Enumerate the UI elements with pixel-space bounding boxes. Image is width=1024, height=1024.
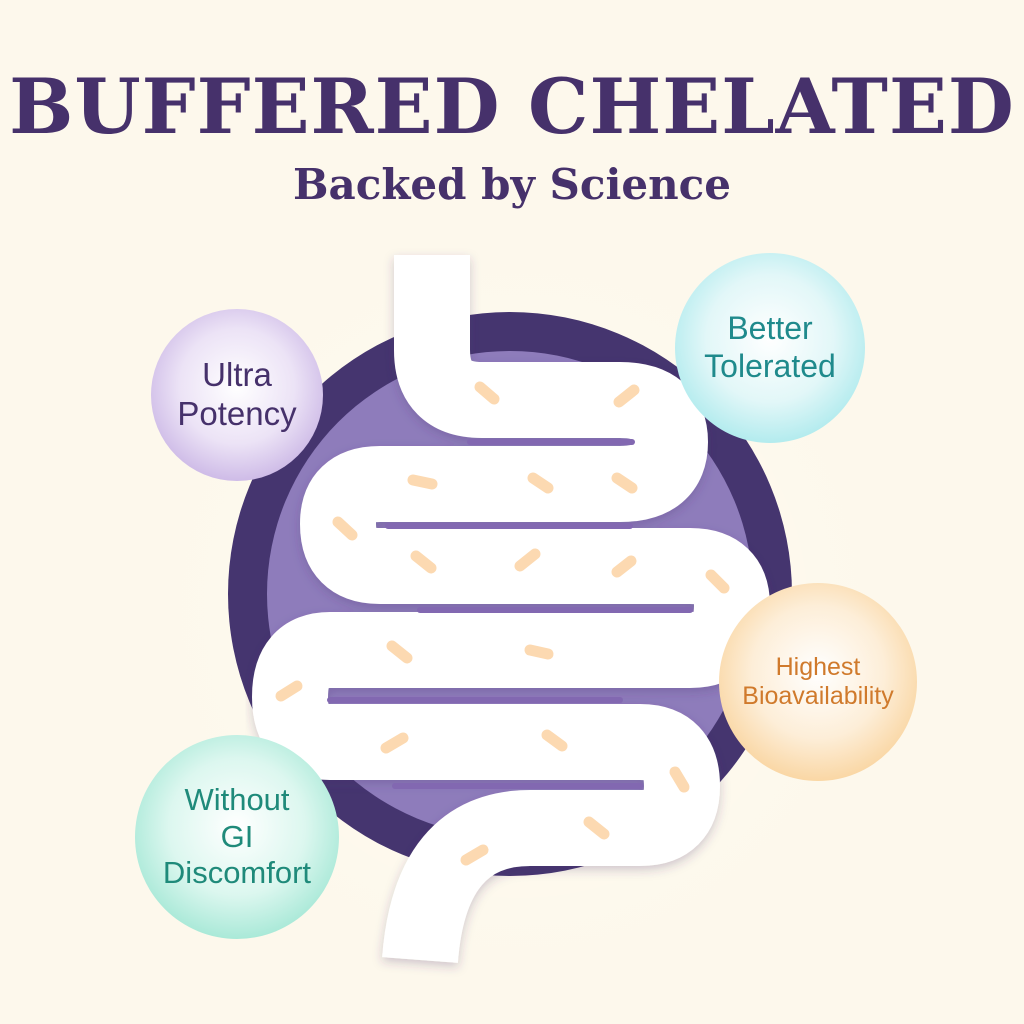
particle bbox=[705, 569, 730, 594]
particle bbox=[275, 680, 303, 702]
particle bbox=[460, 844, 489, 866]
particle bbox=[527, 472, 554, 494]
particle bbox=[380, 732, 409, 754]
particle bbox=[524, 644, 554, 660]
particles bbox=[275, 381, 730, 866]
particle bbox=[410, 550, 437, 574]
page-title: BUFFERED CHELATED bbox=[9, 62, 1015, 151]
particle bbox=[541, 729, 568, 752]
badge-label: Ultra bbox=[202, 356, 272, 394]
particle bbox=[613, 384, 640, 408]
better-tolerated-badge: Better Tolerated bbox=[675, 253, 865, 443]
page-subtitle: Backed by Science bbox=[293, 160, 731, 209]
badge-label: Potency bbox=[177, 395, 297, 432]
badge-label: Bioavailability bbox=[742, 682, 894, 710]
particle bbox=[514, 548, 541, 572]
badge-label: Discomfort bbox=[162, 855, 312, 891]
fold-lines bbox=[327, 439, 693, 789]
badge-label: Tolerated bbox=[704, 348, 836, 384]
particle bbox=[332, 516, 358, 541]
ultra-potency-badge: Ultra Potency bbox=[151, 309, 323, 481]
particle bbox=[386, 640, 413, 664]
particle bbox=[583, 816, 610, 840]
badge-label: GI bbox=[220, 818, 254, 854]
without-gi-discomfort-badge: Without GI Discomfort bbox=[135, 735, 339, 939]
badge-label: Without bbox=[184, 782, 290, 818]
particle bbox=[407, 474, 438, 490]
highest-bioavailability-badge: Highest Bioavailability bbox=[719, 583, 917, 781]
badge-label: Highest bbox=[775, 652, 861, 681]
badge-label: Better bbox=[727, 310, 813, 347]
particle bbox=[611, 555, 637, 578]
particle bbox=[669, 766, 690, 793]
particle bbox=[474, 381, 500, 405]
intestine-icon bbox=[252, 255, 770, 964]
particle bbox=[611, 472, 638, 494]
